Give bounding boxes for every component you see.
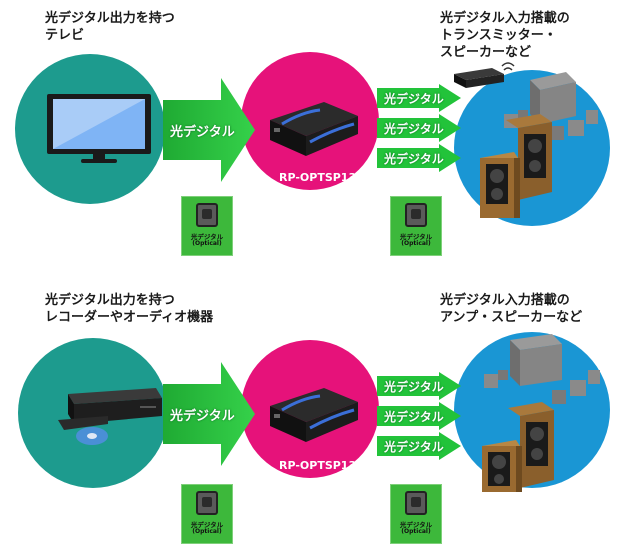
top-source-heading: 光デジタル出力を持つ テレビ [45, 11, 175, 43]
badge-sublabel: (Optical) [401, 528, 431, 535]
bottom-input-arrow [163, 362, 255, 466]
badge-label: 光デジタル [190, 521, 224, 529]
top-input-arrow [163, 78, 255, 182]
badge-label: 光デジタル [399, 233, 433, 241]
top-speaker-system-icon [454, 62, 598, 218]
bottom-dest-heading: 光デジタル入力搭載の アンプ・スピーカーなど [440, 293, 583, 325]
badge-label: 光デジタル [399, 521, 433, 529]
top-output-label-1: 光デジタル [384, 92, 444, 106]
bottom-output-arrows [377, 372, 461, 460]
top-badge-1: 光デジタル (Optical) [181, 196, 233, 256]
top-splitter-box-icon [270, 102, 358, 156]
bottom-source-heading: 光デジタル出力を持つ レコーダーやオーディオ機器 [45, 293, 214, 325]
bottom-input-arrow-label: 光デジタル [170, 409, 235, 424]
top-output-arrow-1 [377, 84, 461, 112]
bottom-output-arrow-3 [377, 432, 461, 460]
optical-port-icon [405, 203, 427, 227]
top-badge-2: 光デジタル (Optical) [390, 196, 442, 256]
bottom-output-label-3: 光デジタル [384, 440, 444, 454]
top-output-label-3: 光デジタル [384, 152, 444, 166]
blu-ray-recorder-icon [58, 388, 162, 445]
bottom-badge-2: 光デジタル (Optical) [390, 484, 442, 544]
bottom-speaker-system-icon [482, 334, 600, 492]
bottom-output-arrow-2 [377, 402, 461, 430]
bottom-output-arrow-1 [377, 372, 461, 400]
bottom-splitter-box-icon [270, 388, 358, 442]
bottom-device-label: RP-OPTSP13 [279, 459, 357, 472]
badge-sublabel: (Optical) [192, 240, 222, 247]
bottom-output-label-1: 光デジタル [384, 380, 444, 394]
bottom-badge-1: 光デジタル (Optical) [181, 484, 233, 544]
optical-port-icon [405, 491, 427, 515]
badge-label: 光デジタル [190, 233, 224, 241]
top-dest-heading: 光デジタル入力搭載の トランスミッター・ スピーカーなど [440, 11, 570, 60]
optical-port-icon [196, 203, 218, 227]
television-icon [47, 94, 151, 163]
badge-sublabel: (Optical) [401, 240, 431, 247]
top-output-label-2: 光デジタル [384, 122, 444, 136]
top-output-arrow-3 [377, 144, 461, 172]
optical-port-icon [196, 491, 218, 515]
top-output-arrow-2 [377, 114, 461, 142]
badge-sublabel: (Optical) [192, 528, 222, 535]
top-input-arrow-label: 光デジタル [170, 125, 235, 140]
top-output-arrows [377, 84, 461, 172]
bottom-output-label-2: 光デジタル [384, 410, 444, 424]
transmitter-icon [454, 62, 515, 88]
top-device-label: RP-OPTSP13 [279, 171, 357, 184]
